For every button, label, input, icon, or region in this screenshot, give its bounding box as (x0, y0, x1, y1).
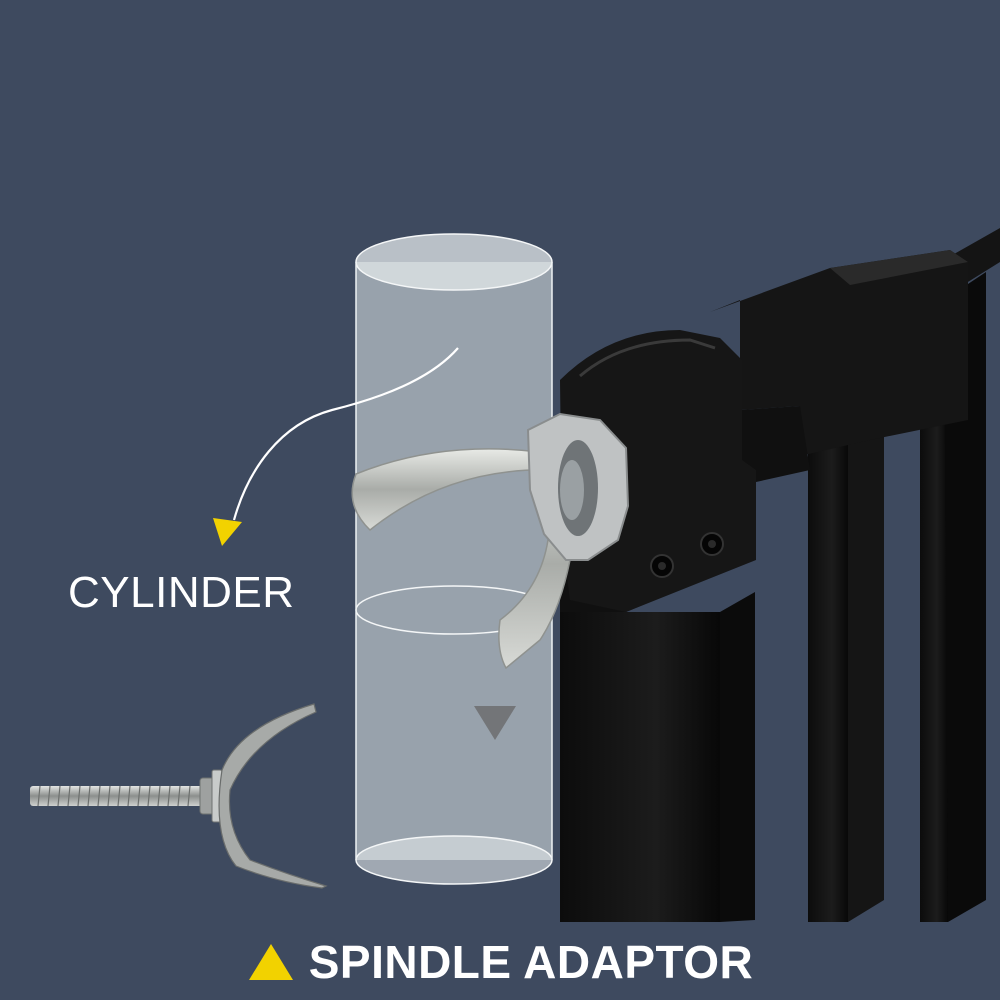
spindle-adaptor-part (30, 703, 328, 889)
gate-main-post (560, 612, 720, 922)
cylinder-bottom (355, 835, 553, 885)
cylinder (355, 233, 553, 885)
safety-gate (560, 228, 1000, 922)
warning-triangle-icon (248, 944, 293, 980)
gate-hinge-block (710, 250, 968, 456)
spindle-adaptor-label: SPINDLE ADAPTOR (308, 936, 754, 988)
curved-arrow-icon (213, 347, 459, 546)
spindle-adaptor-clamp (351, 412, 630, 670)
cylinder-top (355, 233, 553, 291)
down-triangle-icon (474, 706, 516, 740)
gate-bar-middle (808, 440, 848, 922)
spindle-adaptor-caption: SPINDLE ADAPTOR (0, 932, 1000, 992)
cylinder-label: CYLINDER (68, 568, 295, 617)
